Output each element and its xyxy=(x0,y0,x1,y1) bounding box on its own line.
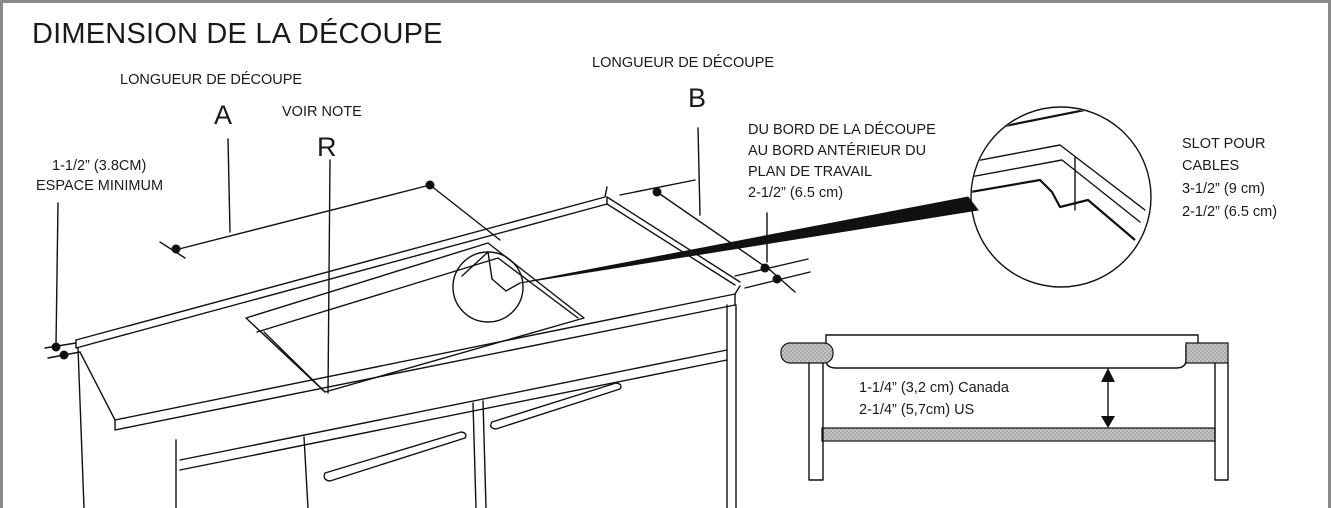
cabinet-drawing xyxy=(75,186,741,508)
label-slot-2: CABLES xyxy=(1182,158,1239,174)
label-front-edge-3: PLAN DE TRAVAIL xyxy=(748,164,872,180)
label-slot-1: SLOT POUR xyxy=(1182,136,1266,152)
label-front-edge-1: DU BORD DE LA DÉCOUPE xyxy=(748,121,936,138)
label-depth-1: 1-1/4” (3,2 cm) Canada xyxy=(859,380,1010,396)
label-clearance-1: 1-1/2” (3.8CM) xyxy=(52,158,146,174)
label-depth-2: 2-1/4” (5,7cm) US xyxy=(859,402,974,418)
dimension-r-leader xyxy=(327,159,331,394)
cross-section xyxy=(780,334,1229,481)
letter-a: A xyxy=(214,100,232,130)
letter-r: R xyxy=(317,132,337,162)
letter-b: B xyxy=(688,83,706,113)
label-slot-3: 3-1/2” (9 cm) xyxy=(1182,181,1265,197)
label-slot-4: 2-1/2” (6.5 cm) xyxy=(1182,204,1277,220)
dimension-b xyxy=(619,127,811,293)
label-front-edge-4: 2-1/2” (6.5 cm) xyxy=(748,185,843,201)
label-clearance-2: ESPACE MINIMUM xyxy=(36,178,163,194)
label-length-a: LONGUEUR DE DÉCOUPE xyxy=(120,71,302,88)
dimension-a xyxy=(159,138,501,259)
label-see-note: VOIR NOTE xyxy=(282,104,362,120)
label-front-edge-2: AU BORD ANTÉRIEUR DU xyxy=(748,142,926,159)
clearance-leader xyxy=(44,202,81,360)
page-title: DIMENSION DE LA DÉCOUPE xyxy=(32,17,443,50)
slot-detail-magnified xyxy=(970,106,1152,288)
magnifier-wedge xyxy=(519,196,979,284)
label-length-b: LONGUEUR DE DÉCOUPE xyxy=(592,54,774,71)
